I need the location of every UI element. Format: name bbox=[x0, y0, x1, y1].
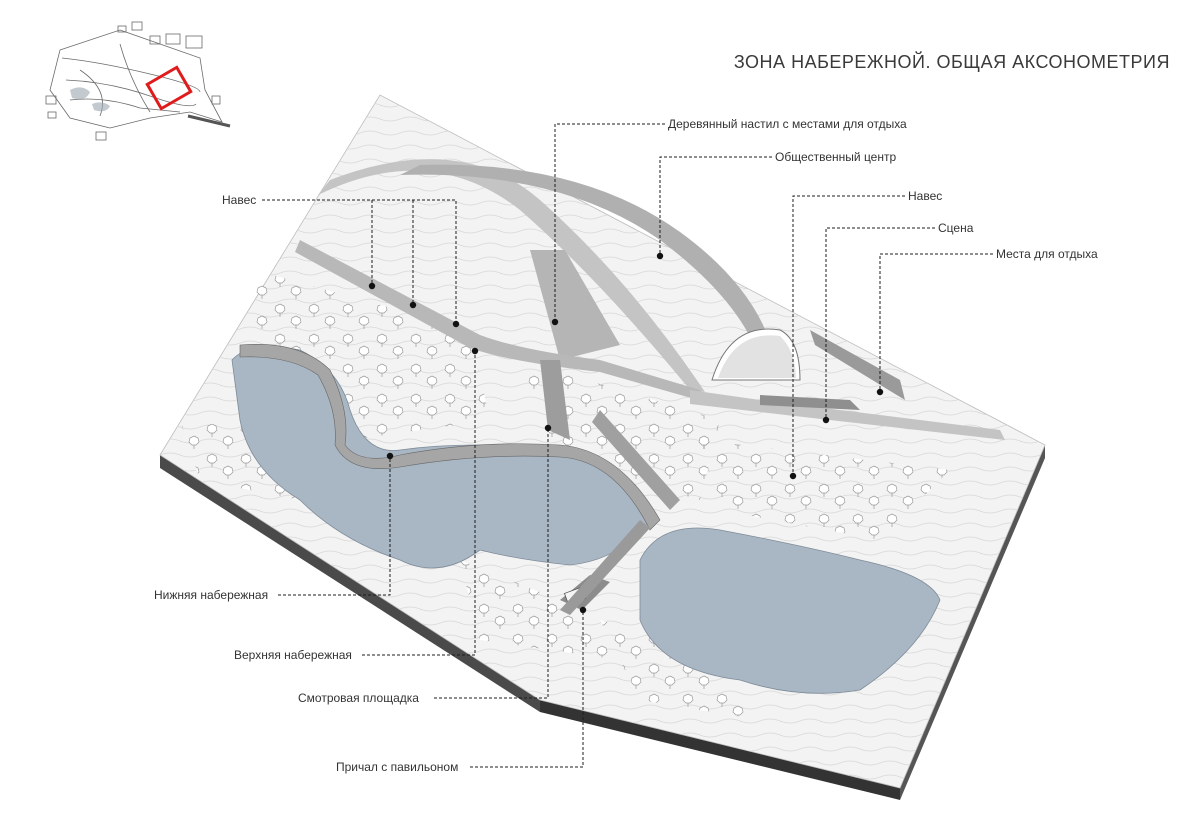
water-right bbox=[639, 527, 941, 694]
location-minimap bbox=[45, 21, 231, 141]
label-deck: Деревянный настил с местами для отдыха bbox=[668, 117, 907, 131]
label-viewpoint: Смотровая площадка bbox=[298, 691, 419, 705]
label-lower-embankment: Нижняя набережная bbox=[154, 588, 269, 602]
label-pier: Причал с павильоном bbox=[336, 760, 459, 774]
label-canopy-right: Навес bbox=[908, 189, 943, 203]
label-seating: Места для отдыха bbox=[996, 247, 1098, 261]
label-canopy-left: Навес bbox=[222, 193, 257, 207]
axonometric-model bbox=[159, 94, 1046, 800]
leader-dots bbox=[368, 252, 884, 614]
minimap-highlight-frame bbox=[145, 65, 193, 111]
leader-lines bbox=[262, 123, 993, 768]
page-title: ЗОНА НАБЕРЕЖНОЙ. ОБЩАЯ АКСОНОМЕТРИЯ bbox=[733, 52, 1170, 72]
label-stage: Сцена bbox=[938, 221, 974, 235]
label-public-center: Общественный центр bbox=[775, 150, 897, 164]
label-upper-embankment: Верхняя набережная bbox=[234, 648, 352, 662]
